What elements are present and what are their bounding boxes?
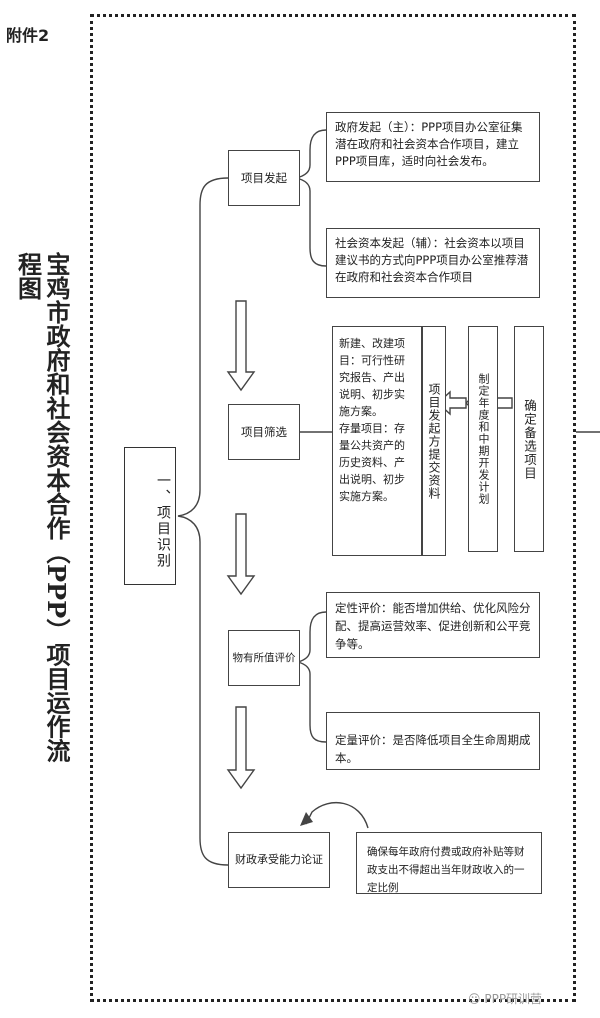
vfm-qualitative-text: 定性评价：能否增加供给、优化风险分配、提高运营效率、促进创新和公平竞争等。 xyxy=(335,601,531,651)
initiation-gov-text: 政府发起（主）：PPP项目办公室征集潜在政府和社会资本合作项目，建立PPP项目库… xyxy=(335,120,523,168)
fiscal-detail-box: 确保每年政府付费或政府补贴等财政支出不得超出当年财政收入的一定比例 xyxy=(356,832,542,894)
screening-new-text: 新建、改建项目：可行性研究报告、产出说明、初步实施方案。 xyxy=(339,337,405,418)
screening-submit-text: 项目发起方提交资料 xyxy=(427,382,441,500)
step-screening-label: 项目筛选 xyxy=(241,425,287,439)
initiation-social-text: 社会资本发起（辅）：社会资本以项目建议书的方式向PPP项目办公室推荐潜在政府和社… xyxy=(335,236,529,284)
screening-plan-box: 制定年度和中期开发计划 xyxy=(468,326,498,552)
initiation-gov-box: 政府发起（主）：PPP项目办公室征集潜在政府和社会资本合作项目，建立PPP项目库… xyxy=(326,112,540,182)
step-screening: 项目筛选 xyxy=(228,404,300,460)
diagram-border xyxy=(90,14,576,1002)
stage-label: 一、项目识别 xyxy=(155,473,171,569)
fiscal-detail-text: 确保每年政府付费或政府补贴等财政支出不得超出当年财政收入的一定比例 xyxy=(367,846,525,894)
fiscal-curve-arrow xyxy=(305,801,369,829)
step-fiscal: 财政承受能力论证 xyxy=(228,832,330,888)
attachment-label: 附件2 xyxy=(6,26,50,45)
screening-plan-text: 制定年度和中期开发计划 xyxy=(477,373,490,505)
watermark-text: PPP研训营 xyxy=(484,992,543,1006)
screening-stock-text: 存量项目：存量公共资产的历史资料、产出说明、初步实施方案。 xyxy=(339,422,405,503)
step-fiscal-label: 财政承受能力论证 xyxy=(235,853,323,866)
main-title: 宝鸡市政府和社会资本合作（PPP）项目运作流程图 xyxy=(13,252,72,763)
main-brace xyxy=(177,177,229,866)
down-arrow-3 xyxy=(226,706,256,790)
screening-confirm-text: 确定备选项目 xyxy=(522,398,537,480)
down-arrow-2 xyxy=(226,513,256,596)
initiation-social-box: 社会资本发起（辅）：社会资本以项目建议书的方式向PPP项目办公室推荐潜在政府和社… xyxy=(326,228,540,298)
step-initiation: 项目发起 xyxy=(228,150,300,206)
screening-submit-box: 项目发起方提交资料 xyxy=(422,326,446,556)
down-arrow-1 xyxy=(226,300,256,392)
watermark: ☺ PPP研训营 xyxy=(468,990,542,1007)
screening-detail-box: 新建、改建项目：可行性研究报告、产出说明、初步实施方案。 存量项目：存量公共资产… xyxy=(332,326,422,556)
wechat-icon: ☺ xyxy=(468,992,481,1006)
vfm-qualitative-box: 定性评价：能否增加供给、优化风险分配、提高运营效率、促进创新和公平竞争等。 xyxy=(326,592,540,658)
stage-box xyxy=(124,447,176,585)
screening-confirm-box: 确定备选项目 xyxy=(514,326,544,552)
step-initiation-label: 项目发起 xyxy=(241,171,287,185)
step-vfm: 物有所值评价 xyxy=(228,630,300,686)
vfm-quantitative-text: 定量评价：是否降低项目全生命周期成本。 xyxy=(335,733,531,765)
initiation-brace xyxy=(295,129,327,267)
vfm-quantitative-box: 定量评价：是否降低项目全生命周期成本。 xyxy=(326,712,540,770)
step-vfm-label: 物有所值评价 xyxy=(232,652,296,664)
vfm-brace xyxy=(295,611,327,743)
